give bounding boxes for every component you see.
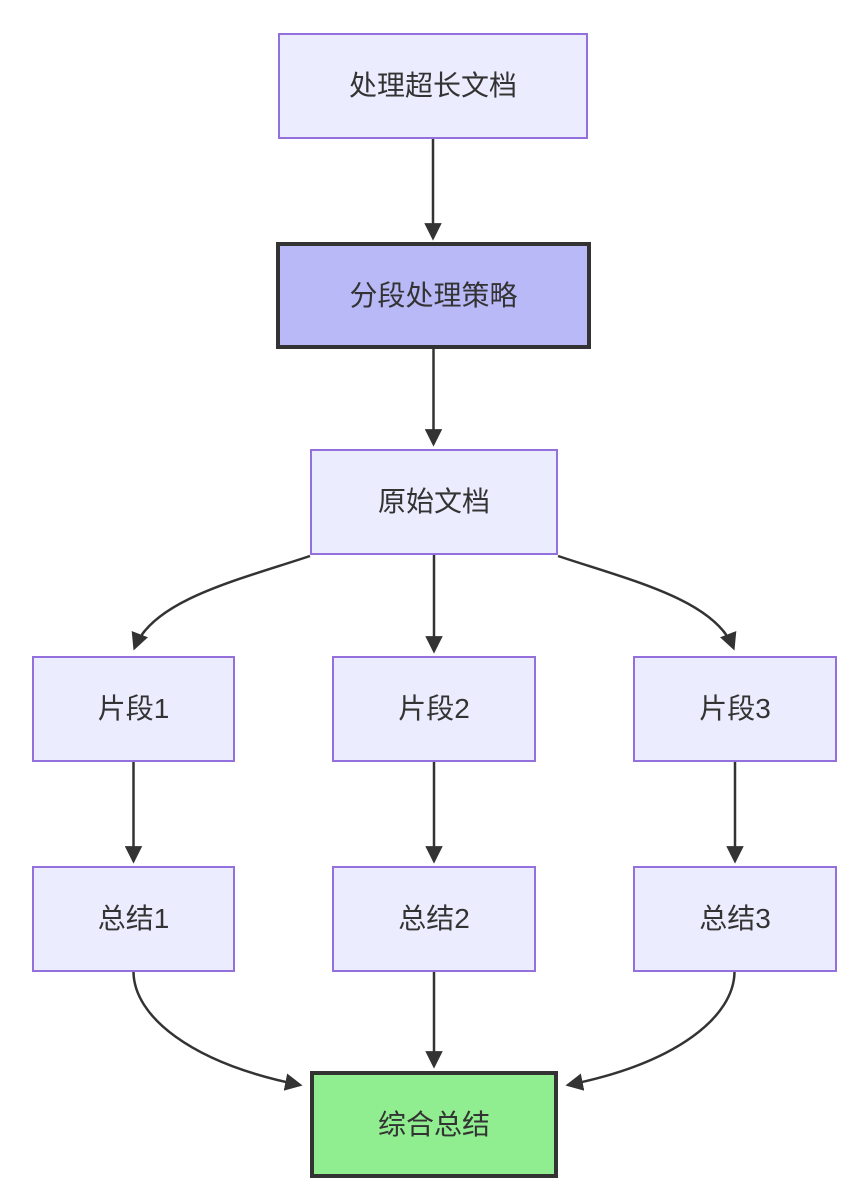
- node-segmentation-strategy: 分段处理策略: [276, 242, 591, 349]
- node-fragment-2: 片段2: [332, 656, 536, 762]
- edge-summary-3-to-combined: [565, 971, 736, 1091]
- node-combined-summary: 综合总结: [310, 1071, 558, 1178]
- node-fragment-1: 片段1: [32, 656, 235, 762]
- node-original-document: 原始文档: [310, 449, 558, 555]
- node-process-long-document: 处理超长文档: [278, 33, 588, 139]
- node-summary-2-label: 总结2: [398, 903, 470, 934]
- node-fragment-1-label: 片段1: [97, 693, 170, 724]
- edge-original-to-fragment-1: [131, 554, 311, 651]
- node-summary-3: 总结3: [633, 866, 837, 972]
- node-summary-3-label: 总结3: [699, 903, 771, 934]
- node-process-long-document-label: 处理超长文档: [348, 70, 517, 101]
- edge-summary-1-to-combined: [132, 971, 303, 1091]
- node-original-document-label: 原始文档: [377, 486, 490, 517]
- node-summary-1: 总结1: [32, 866, 235, 972]
- node-summary-1-label: 总结1: [97, 903, 170, 934]
- node-summary-2: 总结2: [332, 866, 536, 972]
- node-combined-summary-label: 综合总结: [377, 1108, 490, 1140]
- node-fragment-3: 片段3: [633, 656, 837, 762]
- node-fragment-2-label: 片段2: [398, 693, 470, 724]
- edge-original-to-fragment-3: [557, 554, 737, 651]
- node-fragment-3-label: 片段3: [699, 693, 771, 724]
- node-segmentation-strategy-label: 分段处理策略: [349, 279, 518, 311]
